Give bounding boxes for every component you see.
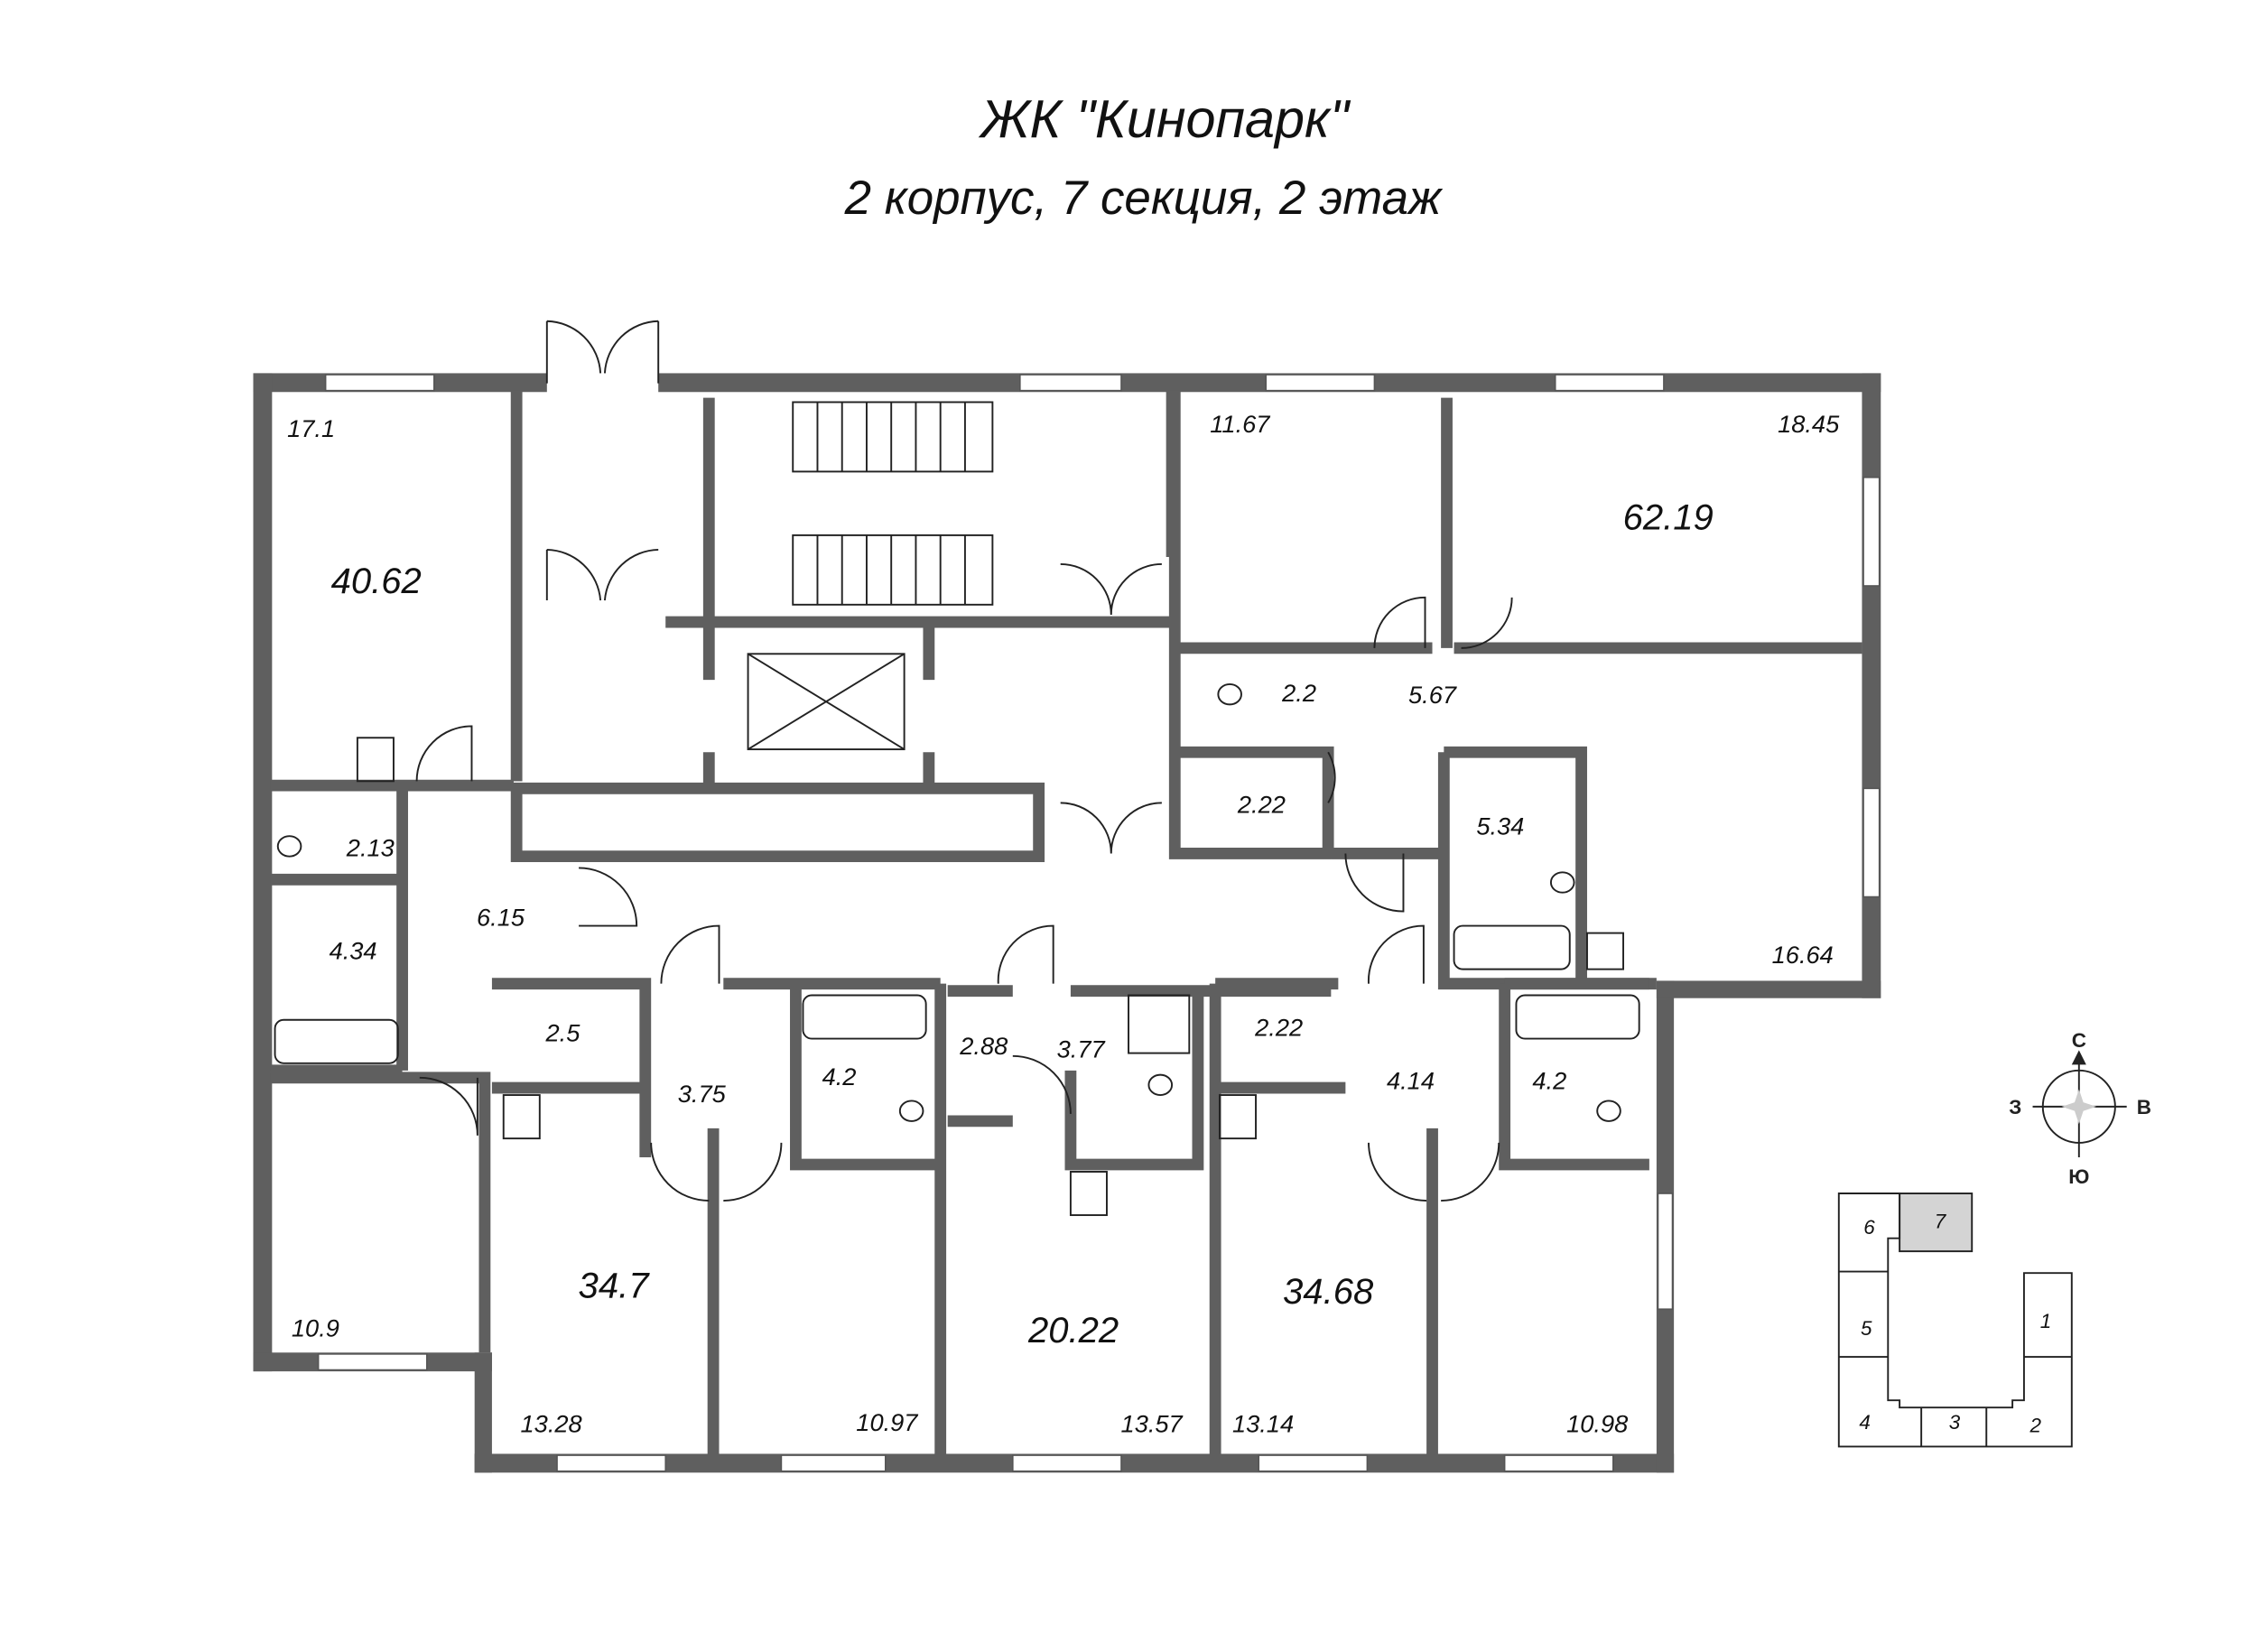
stairs — [792, 401, 994, 606]
room-area: 16.64 — [1772, 941, 1834, 969]
room-area: 5.67 — [1408, 681, 1457, 709]
elevator-shaft — [747, 653, 906, 751]
room-labels: 40.62 17.1 10.9 2.13 4.34 6.15 62.19 11.… — [287, 410, 1840, 1437]
stove-icon — [502, 1094, 541, 1140]
compass-east: В — [2137, 1096, 2151, 1118]
room-area: 2.13 — [346, 834, 395, 862]
stove-icon — [1069, 1171, 1108, 1217]
key-section-label: 3 — [1949, 1411, 1961, 1434]
apartment-area: 34.68 — [1283, 1272, 1374, 1312]
key-plan: 6 7 5 1 4 3 2 — [1837, 1193, 2073, 1448]
stove-icon — [1218, 1094, 1257, 1140]
room-area: 11.67 — [1210, 410, 1270, 438]
apartment-area: 20.22 — [1027, 1311, 1119, 1350]
compass-north: С — [2072, 1029, 2086, 1052]
room-area: 10.9 — [292, 1314, 339, 1342]
room-area: 2.5 — [545, 1019, 581, 1047]
room-area: 13.28 — [521, 1409, 582, 1437]
toilet-icon — [1549, 871, 1575, 894]
doors — [415, 320, 1513, 1202]
bathtub-icon — [1453, 924, 1571, 970]
room-area: 5.34 — [1476, 812, 1524, 840]
apartment-area: 40.62 — [331, 561, 422, 601]
key-section-label: 4 — [1859, 1411, 1870, 1434]
room-area: 2.22 — [1254, 1013, 1303, 1041]
bathtub-icon — [1515, 994, 1640, 1040]
complex-title: ЖК "Кинопарк" — [978, 88, 1351, 149]
floor-subtitle: 2 корпус, 7 секция, 2 этаж — [844, 172, 1444, 225]
room-area: 10.98 — [1566, 1409, 1628, 1437]
key-section-label: 1 — [2040, 1310, 2051, 1332]
toilet-icon — [1596, 1100, 1621, 1122]
key-section-label: 2 — [2029, 1414, 2041, 1436]
room-area: 4.2 — [822, 1063, 857, 1091]
room-area: 18.45 — [1778, 410, 1840, 438]
shower-icon — [1128, 994, 1191, 1054]
room-area: 17.1 — [287, 414, 335, 442]
bathtub-icon — [802, 994, 927, 1040]
key-section-label: 6 — [1863, 1216, 1875, 1239]
room-area: 3.77 — [1057, 1035, 1106, 1063]
toilet-icon — [1217, 682, 1242, 706]
room-area: 13.57 — [1121, 1409, 1184, 1437]
interior-walls — [270, 390, 1862, 1454]
toilet-icon — [1147, 1073, 1174, 1097]
compass-icon: С З В Ю — [2009, 1029, 2151, 1188]
room-area: 10.97 — [856, 1408, 918, 1436]
room-area: 4.34 — [330, 936, 377, 964]
room-area: 2.88 — [959, 1032, 1008, 1060]
outer-walls — [253, 373, 1881, 1473]
room-area: 6.15 — [477, 904, 525, 932]
compass-south: Ю — [2068, 1165, 2089, 1188]
key-section-label: 7 — [1935, 1210, 1947, 1232]
room-area: 4.14 — [1387, 1067, 1435, 1095]
toilet-icon — [276, 835, 302, 858]
room-area: 2.22 — [1237, 791, 1286, 819]
apartment-area: 62.19 — [1623, 497, 1714, 537]
fixtures — [274, 682, 1640, 1217]
room-area: 2.2 — [1281, 679, 1316, 707]
key-section-label: 5 — [1861, 1317, 1872, 1340]
bathtub-icon — [274, 1018, 399, 1064]
toilet-icon — [898, 1100, 924, 1122]
stove-icon — [356, 737, 395, 783]
room-area: 13.14 — [1232, 1409, 1294, 1437]
apartment-area: 34.7 — [579, 1266, 651, 1305]
stove-icon — [1586, 932, 1624, 970]
compass-west: З — [2009, 1096, 2021, 1118]
room-area: 3.75 — [678, 1080, 727, 1108]
room-area: 4.2 — [1532, 1067, 1566, 1095]
